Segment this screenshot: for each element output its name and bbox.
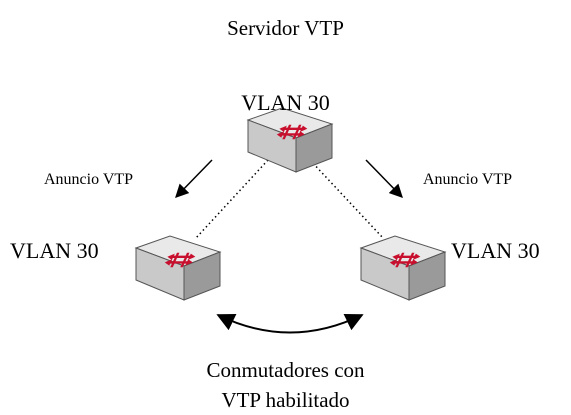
switch-left-icon [134, 235, 222, 301]
switch-server-icon [246, 107, 334, 173]
server-title: Servidor VTP [227, 16, 344, 40]
vlan-label-left: VLAN 30 [10, 238, 99, 263]
advert-label-right: Anuncio VTP [423, 171, 513, 188]
vlan-label-top: VLAN 30 [241, 90, 330, 115]
caption: Conmutadores con VTP habilitado [0, 355, 571, 415]
caption-double-arrow [216, 313, 364, 334]
caption-line-2: VTP habilitado [221, 388, 350, 412]
caption-line-1: Conmutadores con [206, 358, 365, 382]
link-top-right [309, 159, 384, 239]
advert-arrow-left [175, 159, 213, 198]
advert-arrow-right [365, 159, 403, 198]
vlan-label-right: VLAN 30 [451, 238, 540, 263]
link-top-left [195, 159, 269, 239]
switch-right-icon [359, 235, 447, 301]
advert-label-left: Anuncio VTP [44, 171, 134, 188]
